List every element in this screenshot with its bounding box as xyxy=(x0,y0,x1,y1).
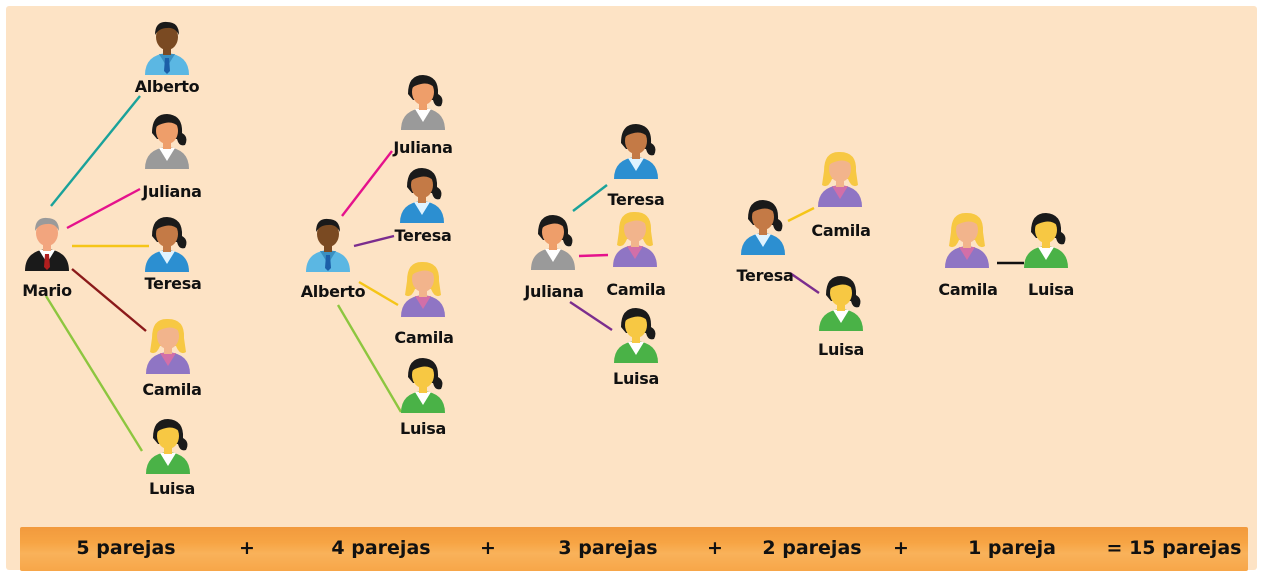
woman-green-shirt-icon xyxy=(138,416,198,476)
link-line-13 xyxy=(787,206,815,223)
person-name-camila-4: Camila xyxy=(811,221,871,240)
woman-gray-shirt-icon xyxy=(523,212,583,272)
plus-sign: + xyxy=(239,537,255,559)
person-name-teresa-3: Teresa xyxy=(607,190,665,209)
woman-blonde-purple-icon xyxy=(937,210,997,270)
plus-sign: + xyxy=(893,537,909,559)
count-group-1: 5 parejas xyxy=(76,537,176,559)
woman-blue-shirt-icon xyxy=(392,165,452,225)
link-line-8 xyxy=(358,280,399,307)
person-name-luisa-5: Luisa xyxy=(1028,280,1074,299)
woman-green-shirt-icon xyxy=(393,355,453,415)
woman-blue-shirt-icon xyxy=(137,214,197,274)
link-line-9 xyxy=(336,304,403,413)
plus-sign: + xyxy=(480,537,496,559)
link-line-7 xyxy=(353,234,395,248)
count-group-2: 4 parejas xyxy=(331,537,431,559)
count-group-5: 1 pareja xyxy=(968,537,1056,559)
woman-blue-shirt-icon xyxy=(733,197,793,257)
connection-lines xyxy=(44,95,1024,452)
person-name-luisa-2: Luisa xyxy=(400,419,446,438)
link-line-6 xyxy=(341,150,393,217)
person-name-teresa-2: Teresa xyxy=(394,226,452,245)
link-line-5 xyxy=(44,295,144,452)
woman-blonde-purple-icon xyxy=(393,259,453,319)
woman-gray-shirt-icon xyxy=(393,72,453,132)
man-blue-shirt-icon xyxy=(298,214,358,274)
person-name-teresa-1: Teresa xyxy=(144,274,202,293)
person-name-alberto-1: Alberto xyxy=(134,77,200,96)
total-count: = 15 parejas xyxy=(1106,537,1242,559)
person-name-teresa-4: Teresa xyxy=(736,266,794,285)
woman-blonde-purple-icon xyxy=(810,149,870,209)
person-name-mario-1: Mario xyxy=(22,281,72,300)
person-name-camila-2: Camila xyxy=(394,328,454,347)
link-line-1 xyxy=(50,95,141,207)
link-line-11 xyxy=(578,253,609,258)
person-name-juliana-2: Juliana xyxy=(393,138,453,157)
person-name-camila-5: Camila xyxy=(938,280,998,299)
summary-bar: 5 parejas + 4 parejas + 3 parejas + 2 pa… xyxy=(20,527,1248,571)
person-name-luisa-3: Luisa xyxy=(613,369,659,388)
person-name-camila-3: Camila xyxy=(606,280,666,299)
person-name-luisa-1: Luisa xyxy=(149,479,195,498)
link-line-12 xyxy=(569,301,613,331)
woman-blonde-purple-icon xyxy=(605,209,665,269)
woman-green-shirt-icon xyxy=(606,305,666,365)
woman-green-shirt-icon xyxy=(811,273,871,333)
link-line-10 xyxy=(572,184,608,212)
woman-blonde-purple-icon xyxy=(138,316,198,376)
person-name-juliana-3: Juliana xyxy=(524,282,584,301)
person-name-juliana-1: Juliana xyxy=(142,182,202,201)
count-group-3: 3 parejas xyxy=(558,537,658,559)
man-blue-shirt-icon xyxy=(137,17,197,77)
count-group-4: 2 parejas xyxy=(762,537,862,559)
link-line-4 xyxy=(71,268,147,332)
woman-green-shirt-icon xyxy=(1016,210,1076,270)
woman-blue-shirt-icon xyxy=(606,121,666,181)
person-name-camila-1: Camila xyxy=(142,380,202,399)
link-line-14 xyxy=(789,272,820,294)
person-name-alberto-2: Alberto xyxy=(300,282,366,301)
plus-sign: + xyxy=(707,537,723,559)
woman-gray-shirt-icon xyxy=(137,111,197,171)
link-line-2 xyxy=(66,187,141,230)
man-gray-hair-icon xyxy=(17,213,77,273)
person-name-luisa-4: Luisa xyxy=(818,340,864,359)
